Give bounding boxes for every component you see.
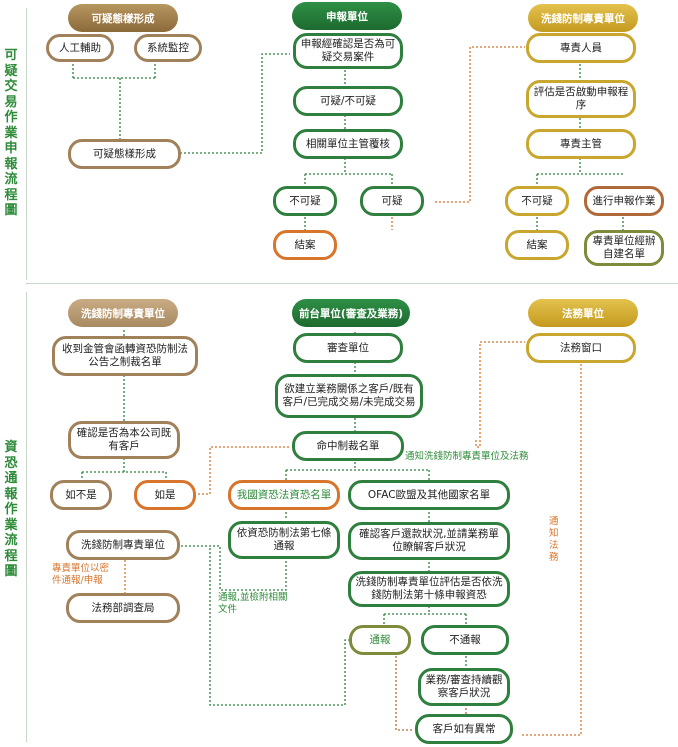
box-confirm-repayment: 確認客戶還款狀況,並請業務單位瞭解客戶狀況 [348, 522, 510, 560]
note-confidential-report: 專責單位以密件通報/申報 [52, 563, 110, 586]
box-no-report: 不通報 [421, 625, 509, 655]
bottom-section-title: 資恐通報作業流程圖 [4, 440, 18, 579]
box-close-case: 結案 [273, 230, 337, 260]
bottom-divider [26, 292, 27, 742]
box-manual-assist: 人工輔助 [46, 34, 114, 62]
box-confirm-existing-customer: 確認是否為本公司既有客戶 [68, 421, 180, 459]
header-reporting-unit: 申報單位 [292, 2, 402, 30]
box-proceed-reporting: 進行申報作業 [584, 186, 664, 216]
box-system-monitor: 系統監控 [134, 34, 202, 62]
box-ofac-list: OFAC歐盟及其他國家名單 [348, 480, 510, 510]
box-hit-sanction-list: 命中制裁名單 [292, 431, 404, 461]
box-aml-evaluation: 洗錢防制專責單位評估是否依洗錢防制法第十條申報資恐 [348, 571, 510, 607]
section-divider [26, 283, 678, 284]
box-supervisor-review: 相關單位主管覆核 [293, 129, 403, 159]
top-section-title: 可疑交易作業申報流程圖 [4, 48, 18, 218]
header-aml-unit-bottom: 洗錢防制專責單位 [68, 299, 178, 327]
box-monitor-customer: 業務/審查持續觀察客戶狀況 [418, 668, 510, 706]
box-article-seven-report: 依資恐防制法第七條通報 [228, 521, 340, 559]
header-suspicious-pattern: 可疑態樣形成 [68, 4, 178, 32]
box-receive-sanction-list: 收到金管會函轉資恐防制法公告之制裁名單 [52, 336, 198, 376]
box-aml-close-case: 結案 [505, 230, 569, 260]
header-legal-unit: 法務單位 [528, 299, 638, 327]
top-divider [26, 8, 27, 280]
note-attach-documents: 通報,並檢附相關文件 [218, 592, 288, 615]
box-self-built-list: 專責單位經辦自建名單 [584, 230, 664, 266]
box-domestic-list: 我國資恐法資恐名單 [228, 480, 340, 510]
box-aml-officer: 專責人員 [526, 33, 636, 63]
box-if-yes: 如是 [134, 480, 196, 510]
box-investigation-bureau: 法務部調查局 [66, 593, 180, 623]
box-aml-supervisor: 專責主管 [526, 129, 636, 159]
box-aml-not-suspicious: 不可疑 [505, 186, 569, 216]
box-if-not: 如不是 [50, 480, 112, 510]
box-not-suspicious: 不可疑 [273, 186, 337, 216]
box-report: 通報 [349, 625, 411, 655]
box-customer-types: 欲建立業務關係之客戶/既有客戶/已完成交易/未完成交易 [275, 374, 423, 418]
header-aml-unit: 洗錢防制專責單位 [528, 4, 638, 32]
box-pattern-formed: 可疑態樣形成 [68, 139, 181, 169]
note-notify-aml-legal: 通知洗錢防制專責單位及法務 [405, 451, 529, 462]
note-notify-legal: 通知法務 [549, 516, 559, 563]
box-suspicious: 可疑 [360, 186, 424, 216]
box-legal-window: 法務窗口 [526, 333, 636, 363]
box-aml-unit: 洗錢防制專責單位 [66, 530, 180, 560]
box-customer-abnormal: 客戶如有異常 [415, 714, 513, 744]
box-suspicious-or-not: 可疑/不可疑 [293, 86, 403, 116]
box-evaluate-reporting: 評估是否啟動申報程序 [526, 80, 636, 118]
box-confirm-suspicious: 申報經確認是否為可疑交易案件 [293, 33, 403, 69]
box-review-unit: 審查單位 [293, 333, 403, 363]
header-front-unit: 前台單位(審查及業務) [292, 299, 410, 327]
